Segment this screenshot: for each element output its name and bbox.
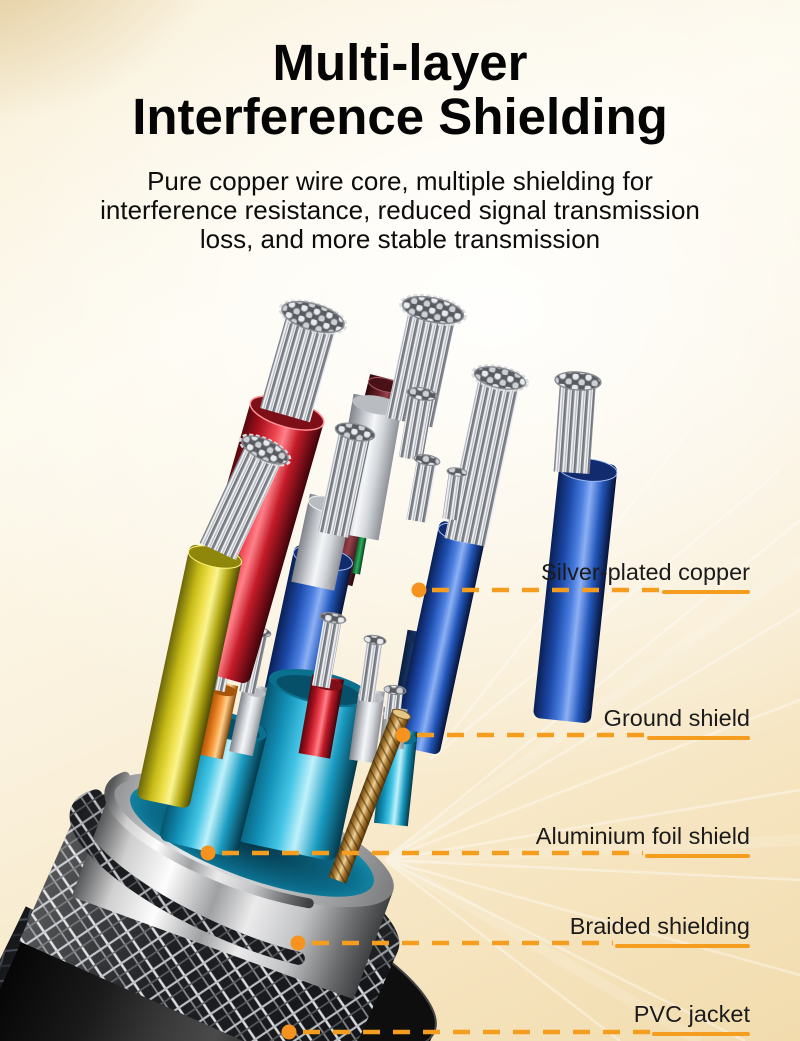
copper-strand-bundle xyxy=(553,371,602,475)
callout-label: Silver-plated copper xyxy=(541,559,750,585)
callout-label: Ground shield xyxy=(603,705,750,731)
aluminium-foil-rim xyxy=(104,771,314,909)
copper-strand-bundle xyxy=(199,433,292,560)
title-line-2: Interference Shielding xyxy=(132,88,668,145)
leader-dot xyxy=(200,845,216,861)
leader-dot xyxy=(290,935,306,951)
callout-underline xyxy=(662,590,750,594)
copper-strand-bundle xyxy=(406,453,441,523)
callout-underline xyxy=(647,736,750,740)
subtitle-line: Pure copper wire core, multiple shieldin… xyxy=(147,166,653,196)
callout-ground-shield: Ground shield xyxy=(604,705,750,740)
page-title: Multi-layer Interference Shielding xyxy=(0,36,800,144)
braided-shielding-rim xyxy=(69,789,305,965)
subtitle-line: loss, and more stable transmission xyxy=(199,224,601,254)
leader-dot xyxy=(395,727,411,743)
callout-underline xyxy=(615,944,750,948)
callout-label: Aluminium foil shield xyxy=(535,823,750,849)
callout-leader-lines xyxy=(222,587,660,1035)
leader-dot xyxy=(281,1024,297,1040)
copper-strand-bundle xyxy=(317,422,376,539)
light-beams xyxy=(386,555,800,1041)
callout-label: Braided shielding xyxy=(569,913,750,939)
page-subtitle: Pure copper wire core, multiple shieldin… xyxy=(0,167,800,254)
callout-label: PVC jacket xyxy=(633,1001,750,1027)
copper-strand-bundle xyxy=(259,299,348,423)
leader-dot xyxy=(411,582,427,598)
callout-underline xyxy=(645,854,750,858)
ground-shield-wire xyxy=(328,708,411,884)
callout-underline xyxy=(652,1032,750,1036)
copper-strand-bundle xyxy=(398,386,438,462)
copper-strand-bundle xyxy=(358,634,387,703)
callout-leader-dots xyxy=(200,582,427,1040)
copper-strand-bundle xyxy=(444,364,529,547)
callout-braided-shielding: Braided shielding xyxy=(570,913,750,948)
callout-silver-plated-copper: Silver-plated copper xyxy=(541,559,750,594)
subtitle-line: interference resistance, reduced signal … xyxy=(100,195,700,225)
copper-strand-bundle xyxy=(385,294,467,428)
title-line-1: Multi-layer xyxy=(272,34,528,91)
callout-aluminium-foil-shield: Aluminium foil shield xyxy=(536,823,750,858)
copper-strand-bundle xyxy=(442,467,468,521)
copper-strand-bundle xyxy=(311,612,347,689)
callout-pvc-jacket: PVC jacket xyxy=(634,1001,750,1036)
